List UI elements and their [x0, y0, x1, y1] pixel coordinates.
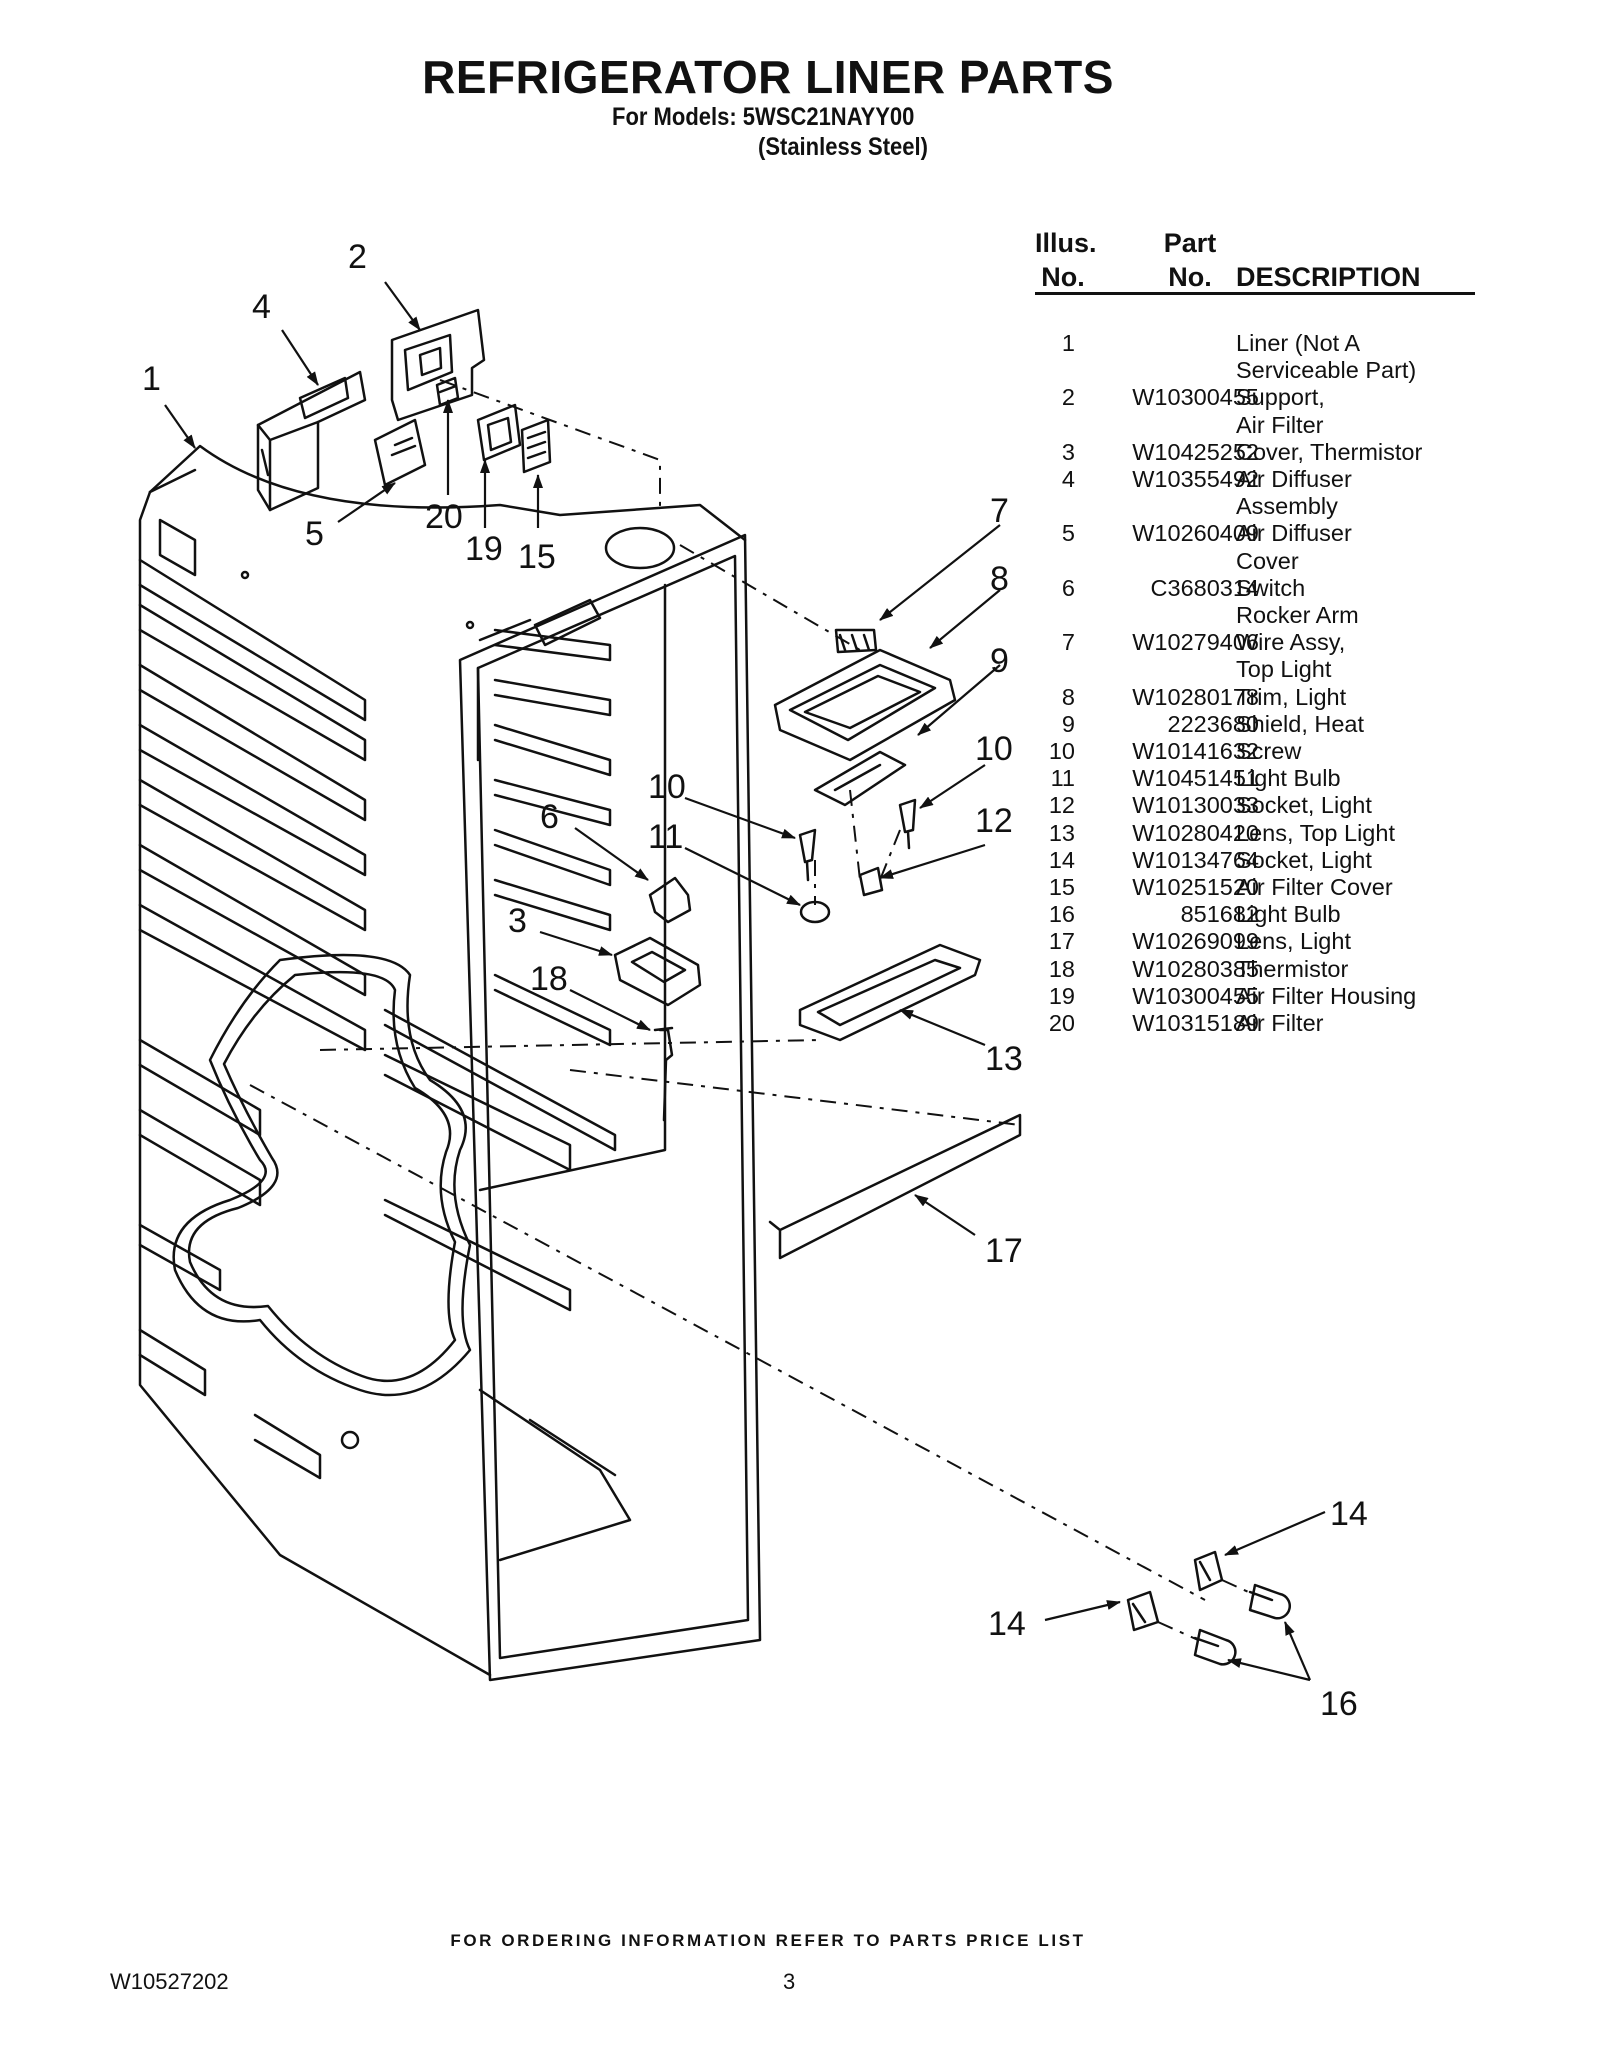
callout-19: 19	[465, 530, 503, 568]
callout-14-upper: 14	[1330, 1495, 1368, 1533]
callout-7: 7	[990, 492, 1009, 530]
header-description: DESCRIPTION	[1236, 262, 1421, 292]
callout-15: 15	[518, 538, 556, 576]
callout-16: 16	[1320, 1685, 1358, 1723]
callout-10-right: 10	[975, 730, 1013, 768]
part-air-diffuser-cover	[373, 418, 427, 487]
header-part-line1: Part	[1163, 228, 1217, 258]
part-lens-light	[768, 1113, 1022, 1260]
part-support-air-filter	[390, 308, 486, 422]
part-cover-thermistor	[613, 936, 702, 1007]
part-wire-assy	[834, 628, 878, 654]
callout-20: 20	[425, 498, 463, 536]
callout-4: 4	[252, 288, 271, 326]
callout-17: 17	[985, 1232, 1023, 1270]
callout-10-left: 10	[648, 768, 686, 806]
page-number: 3	[783, 1969, 796, 1994]
part-air-filter-housing	[476, 403, 522, 462]
part-socket-light-14a	[1193, 1550, 1224, 1592]
part-light-bulb-16b	[1193, 1628, 1237, 1666]
callout-18: 18	[530, 960, 568, 998]
part-lens-top-light	[798, 943, 982, 1042]
ordering-note: FOR ORDERING INFORMATION REFER TO PARTS …	[450, 1931, 1086, 1950]
cutaway-outline	[172, 953, 472, 1397]
part-shield-heat	[813, 750, 907, 807]
header-illus-line2: No.	[1041, 262, 1085, 292]
callout-13: 13	[985, 1040, 1023, 1078]
finish-line: (Stainless Steel)	[758, 133, 928, 161]
part-switch-rocker	[648, 876, 692, 924]
part-socket-light	[858, 866, 884, 897]
part-air-diffuser-assembly	[256, 370, 367, 512]
part-thermistor	[653, 1026, 674, 1122]
callout-8: 8	[990, 560, 1009, 598]
page-title: REFRIGERATOR LINER PARTS	[422, 51, 1114, 103]
callout-6: 6	[540, 798, 559, 836]
callout-5: 5	[305, 515, 324, 553]
models-line: For Models: 5WSC21NAYY00	[612, 103, 915, 131]
callout-3: 3	[508, 902, 527, 940]
header-rule	[1035, 292, 1475, 295]
document-number: W10527202	[110, 1969, 229, 1994]
part-air-filter	[435, 376, 460, 407]
callout-11: 11	[648, 818, 683, 856]
part-light-bulb-16a	[1248, 1583, 1292, 1620]
part-socket-light-14b	[1126, 1590, 1160, 1632]
part-screw-2	[898, 798, 917, 850]
diagram-callouts: 1 2 4 5 20 19 15 7 8 9 10 12 10 11 6 3 1…	[142, 238, 1368, 1723]
header-part-line2: No.	[1168, 262, 1212, 292]
callout-1: 1	[142, 360, 161, 398]
liner-body	[138, 444, 762, 1682]
callout-12: 12	[975, 802, 1013, 840]
part-air-filter-cover	[520, 418, 552, 474]
callout-14-lower: 14	[988, 1605, 1026, 1643]
callout-2: 2	[348, 238, 367, 276]
part-screw	[798, 828, 817, 882]
part-trim-light	[773, 648, 957, 762]
callout-9: 9	[990, 642, 1009, 680]
header-illus-line1: Illus.	[1035, 228, 1097, 258]
